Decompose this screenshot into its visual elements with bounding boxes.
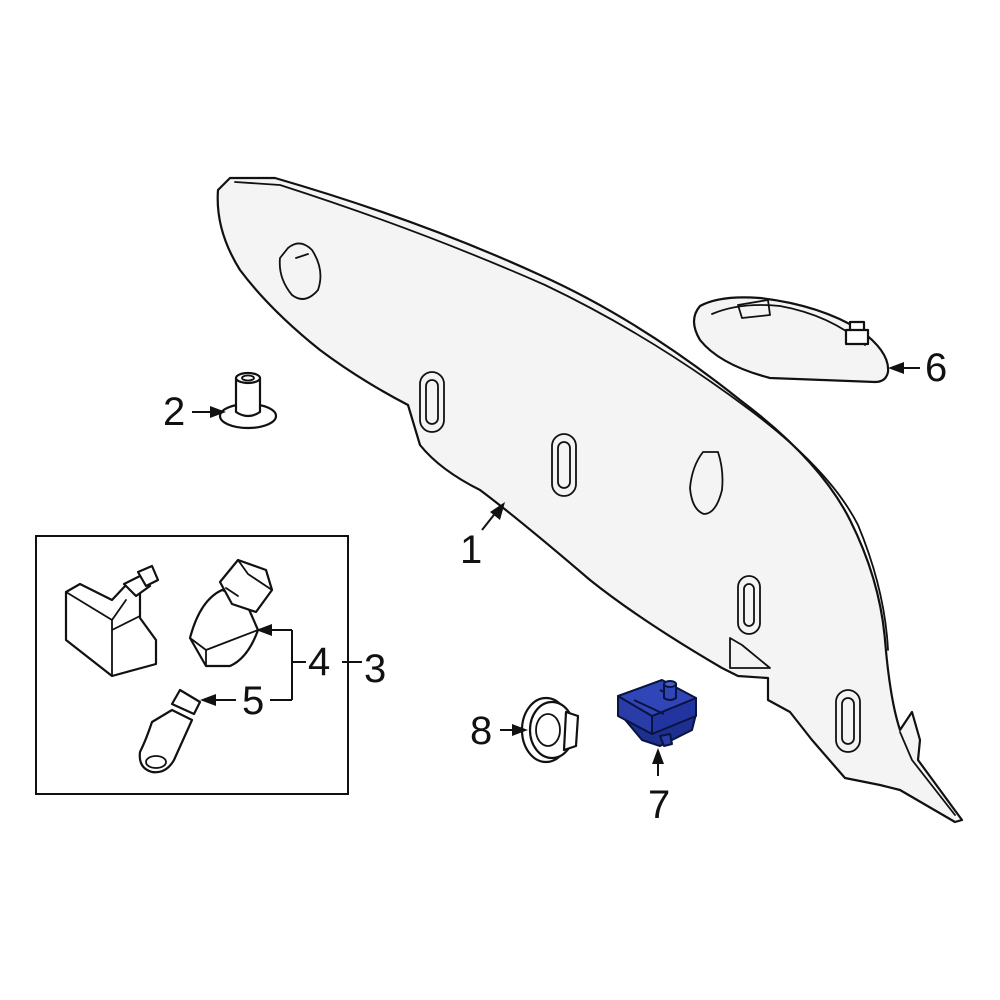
lamp-holder[interactable] bbox=[64, 564, 160, 678]
callout-3: 3 bbox=[364, 647, 386, 691]
callout-8: 8 bbox=[470, 709, 492, 753]
part-6-lamp-lens[interactable] bbox=[692, 296, 890, 384]
leader-6 bbox=[888, 362, 920, 374]
leader-8 bbox=[500, 724, 528, 736]
callout-6: 6 bbox=[925, 346, 947, 390]
callout-4: 4 bbox=[308, 640, 330, 684]
module-connector bbox=[663, 683, 677, 701]
callout-1: 1 bbox=[460, 528, 482, 572]
callout-2: 2 bbox=[163, 390, 185, 434]
leader-4-5-3 bbox=[200, 624, 362, 706]
part-2-grommet[interactable] bbox=[218, 371, 278, 430]
callout-7: 7 bbox=[648, 783, 670, 827]
callout-5: 5 bbox=[242, 679, 264, 723]
leader-7 bbox=[652, 748, 664, 776]
part-8-clip[interactable] bbox=[520, 696, 580, 764]
part-4-socket[interactable] bbox=[188, 558, 274, 668]
kit-box bbox=[35, 535, 349, 795]
part-7-module[interactable] bbox=[617, 679, 697, 747]
part-5-bulb[interactable] bbox=[138, 688, 202, 774]
leader-1 bbox=[481, 502, 505, 531]
leader-2 bbox=[192, 406, 226, 418]
part-1-trim-panel[interactable] bbox=[216, 176, 964, 824]
